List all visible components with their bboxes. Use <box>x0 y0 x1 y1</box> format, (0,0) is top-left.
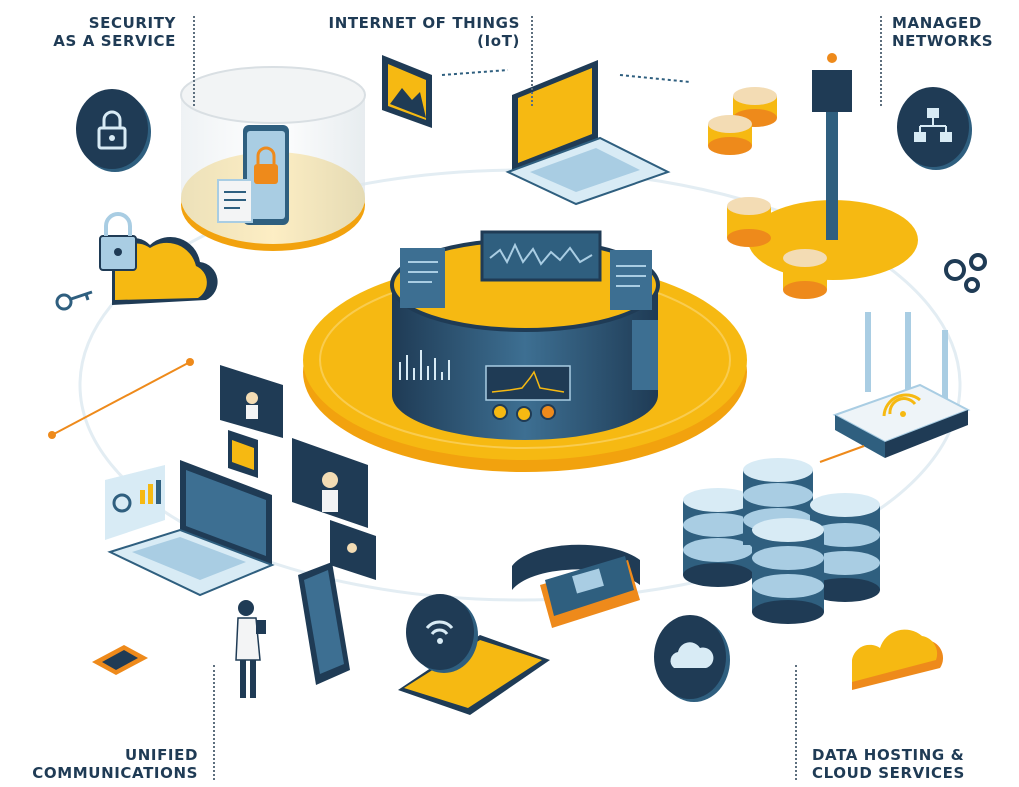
unified-communications-label: UNIFIED COMMUNICATIONS <box>32 746 198 782</box>
iot-leader-line <box>531 16 533 106</box>
central-dashboard-hub <box>303 230 747 472</box>
image-frame-icon <box>382 55 432 128</box>
unified-communications-leader-line <box>213 665 215 780</box>
smartphone <box>298 562 350 685</box>
vr-headset <box>512 544 640 628</box>
managed-networks-platform <box>748 53 918 280</box>
chip-icon <box>92 645 148 675</box>
data-hosting-cloud-services-label: DATA HOSTING & CLOUD SERVICES <box>812 746 965 782</box>
network-hierarchy-badge-icon <box>897 87 972 170</box>
gears-icon <box>944 253 987 293</box>
database-stacks <box>683 458 880 624</box>
iot-laptop <box>505 60 671 206</box>
uc-laptop <box>107 460 275 597</box>
managed-networks-leader-line <box>880 16 882 106</box>
wifi-badge-icon <box>406 594 478 673</box>
waveform-screen <box>480 230 602 282</box>
padlock-badge-icon <box>76 89 151 172</box>
wifi-router <box>832 312 971 458</box>
security-glass-cylinder <box>180 66 366 251</box>
person-figure <box>235 600 266 698</box>
tablet <box>398 635 550 715</box>
security-as-a-service-label: SECURITY AS A SERVICE <box>53 14 176 50</box>
coin-stacks <box>708 87 827 299</box>
analytics-card <box>105 465 165 540</box>
video-call-panels <box>220 365 376 580</box>
cloud-lock-icon <box>99 212 218 305</box>
security-leader-line <box>193 16 195 106</box>
cloud-badge-icon <box>654 615 730 702</box>
internet-of-things-label: INTERNET OF THINGS (IoT) <box>328 14 520 50</box>
cloud-icon <box>852 629 944 690</box>
key-icon <box>55 290 93 311</box>
data-hosting-leader-line <box>795 665 797 780</box>
managed-networks-label: MANAGED NETWORKS <box>892 14 994 50</box>
